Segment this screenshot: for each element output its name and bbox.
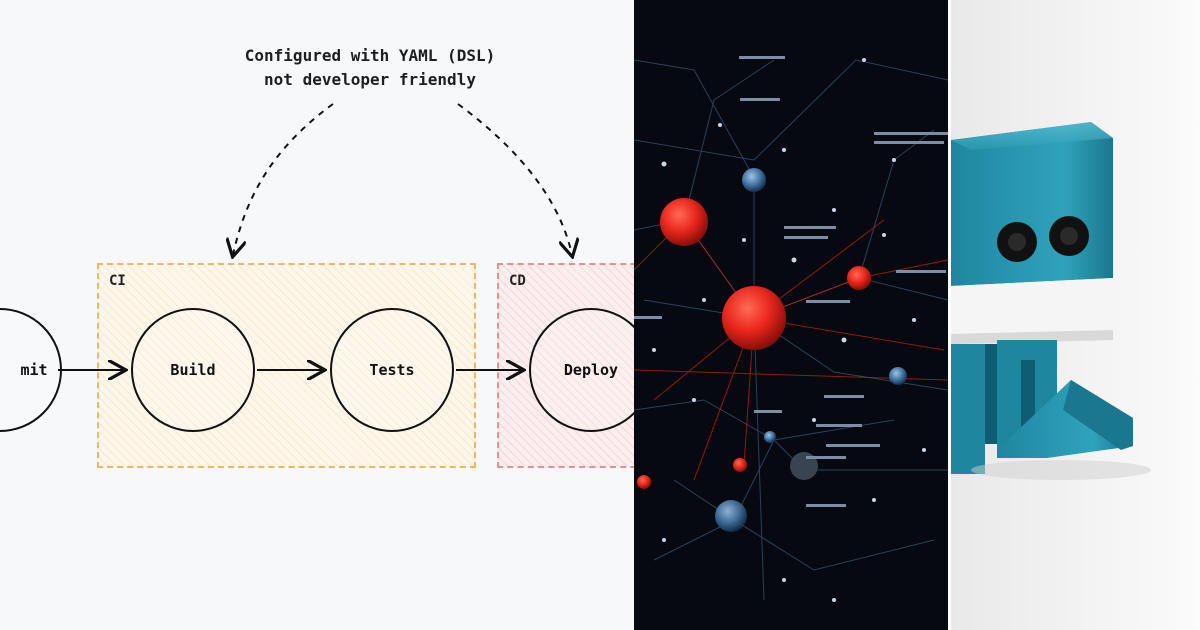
commit-stage: mit <box>0 308 62 432</box>
tests-stage: Tests <box>330 308 454 432</box>
annotation-line-2: not developer friendly <box>264 70 476 89</box>
ci-label: CI <box>109 273 126 289</box>
commit-stage-label: mit <box>20 361 48 379</box>
robot-illustration <box>951 0 1200 630</box>
build-stage: Build <box>131 308 255 432</box>
robot-photo <box>951 0 1200 630</box>
red-node-small <box>847 266 871 290</box>
pipeline-diagram-panel: Configured with YAML (DSL) not developer… <box>0 44 634 468</box>
deploy-stage-label: Deploy <box>563 361 619 379</box>
red-node-medium <box>660 198 708 246</box>
network-graph-image <box>634 0 948 630</box>
dashed-arrow-to-cd <box>457 103 572 255</box>
yaml-annotation: Configured with YAML (DSL) not developer… <box>200 44 540 92</box>
network-graph-art <box>634 56 948 602</box>
cd-label: CD <box>509 273 526 289</box>
deploy-stage: Deploy <box>529 308 634 432</box>
red-node-large <box>722 286 786 350</box>
build-stage-label: Build <box>170 361 216 379</box>
tests-stage-label: Tests <box>369 361 415 379</box>
annotation-line-1: Configured with YAML (DSL) <box>244 46 496 65</box>
panel-divider-2 <box>948 0 951 630</box>
dashed-arrow-to-ci <box>233 103 334 255</box>
